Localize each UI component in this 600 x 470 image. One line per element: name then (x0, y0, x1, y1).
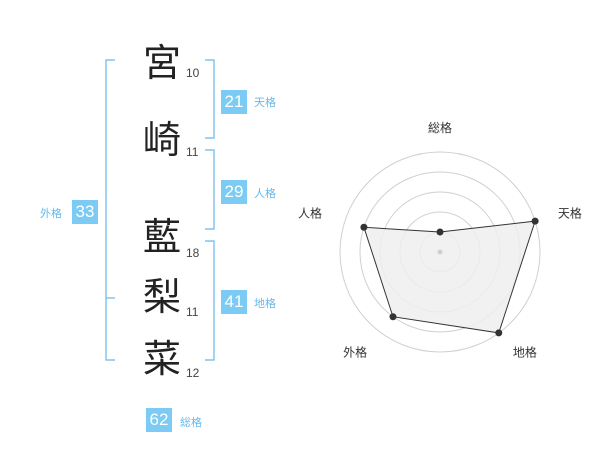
jinkaku-value: 29 (221, 180, 247, 204)
radar-axis-label: 天格 (558, 206, 582, 221)
tenkaku-value: 21 (221, 90, 247, 114)
jinkaku-label: 人格 (254, 187, 276, 200)
radar-point (360, 223, 368, 231)
stroke-count-5: 12 (186, 366, 200, 380)
name-char-5: 菜 (142, 337, 181, 381)
radar-point (436, 228, 444, 236)
radar-ring (339, 151, 541, 353)
stroke-count-4: 11 (186, 305, 199, 319)
tenkaku-label: 天格 (254, 96, 276, 109)
jinkaku-bracket (205, 149, 215, 230)
gaikaku-bracket (105, 59, 115, 361)
soukaku-value: 62 (146, 408, 172, 432)
stroke-count-2: 11 (186, 145, 199, 159)
soukaku-label: 総格 (180, 416, 202, 429)
stroke-count-3: 18 (186, 246, 200, 260)
name-char-2: 崎 (142, 118, 181, 162)
radar-axis-label: 地格 (513, 344, 537, 359)
name-char-3: 藍 (142, 215, 181, 259)
gaikaku-label: 外格 (40, 207, 62, 220)
gaikaku-value: 33 (72, 200, 98, 224)
radar-point (531, 217, 539, 225)
radar-point (495, 329, 503, 337)
chikaku-value: 41 (221, 290, 247, 314)
radar-axis-label: 総格 (428, 120, 452, 135)
tenkaku-bracket (205, 59, 215, 139)
name-char-4: 梨 (142, 275, 181, 319)
radar-area (363, 220, 536, 334)
chikaku-bracket (205, 240, 215, 361)
radar-axis-label: 外格 (343, 344, 367, 359)
chikaku-label: 地格 (254, 297, 276, 310)
radar-center (437, 249, 443, 255)
stroke-count-1: 10 (186, 66, 200, 80)
radar-axis-label: 人格 (298, 206, 322, 221)
name-char-1: 宮 (142, 41, 181, 85)
radar-point (389, 313, 397, 321)
